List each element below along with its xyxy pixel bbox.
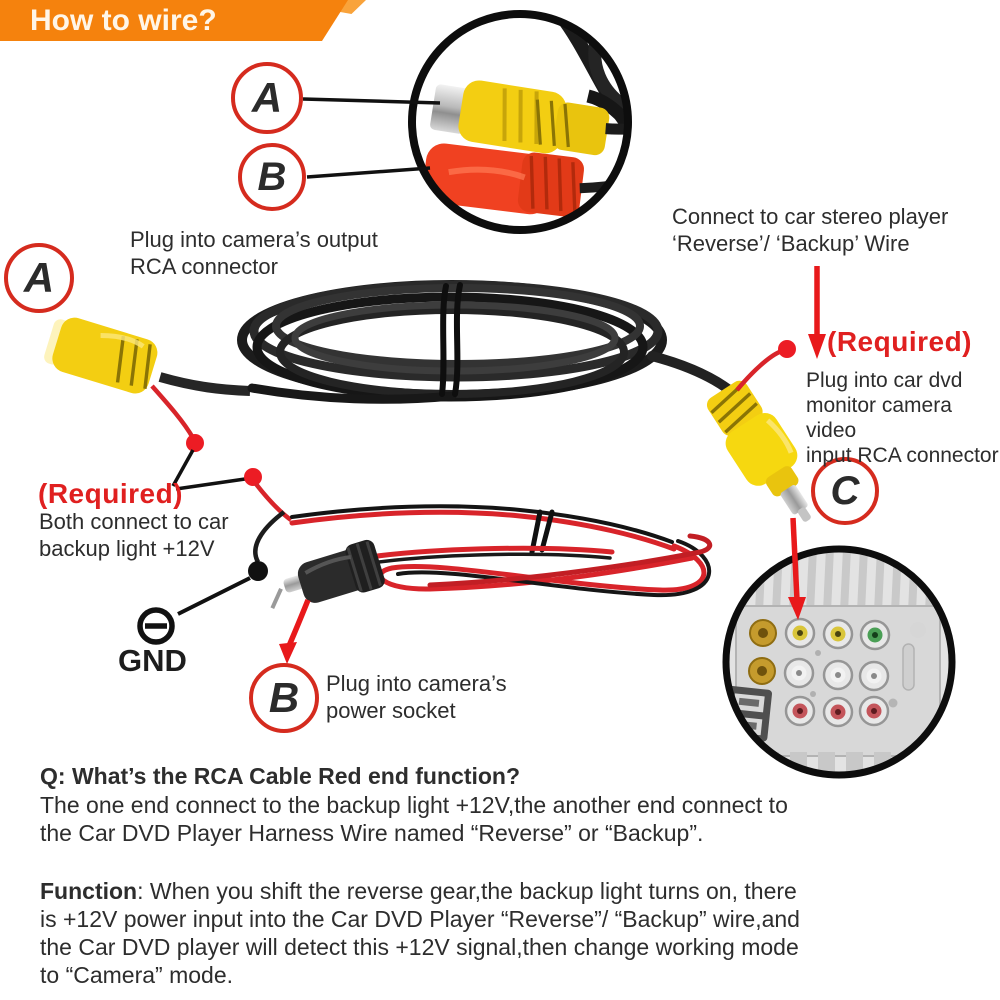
red-arrow-to-rca-input-icon: [788, 517, 806, 620]
required-label-right: (Required): [827, 326, 972, 357]
qa-answer-2: the Car DVD Player Harness Wire named “R…: [40, 820, 704, 846]
stereo-rear-inset: [722, 545, 956, 779]
function-line-4: to “Camera” mode.: [40, 962, 234, 988]
callout-a-top: A: [231, 62, 303, 134]
gnd-pointer-line: [177, 576, 251, 616]
banner: How to wire?: [0, 0, 348, 41]
annotation-backup-light: Both connect to car backup light +12V: [39, 509, 229, 561]
annotation-power-socket: Plug into camera’s power socket: [326, 671, 507, 723]
antenna-connectors: [748, 619, 777, 685]
top-inset-ring: [408, 10, 632, 234]
annotation-stereo-player: Connect to car stereo player ‘Reverse’/ …: [672, 204, 949, 256]
annotation-camera-output: Plug into camera’s output RCA connector: [130, 227, 378, 279]
red-arrow-reverse-wire-icon: [808, 266, 826, 359]
video-cable-coil: [237, 280, 737, 404]
junction-dot: [778, 340, 796, 358]
function-line-2: is +12V power input into the Car DVD Pla…: [40, 906, 800, 932]
black-wire-power-to-gnd: [253, 510, 286, 564]
callout-b-top: B: [238, 143, 306, 211]
qa-answer-1: The one end connect to the backup light …: [40, 792, 788, 818]
callout-a-left: A: [4, 243, 74, 313]
callout-line-b: [306, 166, 431, 179]
required-pointer-line-1: [171, 449, 195, 487]
required-pointer-line-2: [175, 477, 246, 491]
required-label-left: (Required): [38, 478, 183, 509]
page-title: How to wire?: [30, 4, 217, 37]
red-arrow-to-b-icon: [279, 598, 311, 664]
inset-rca-yellow-connector: [430, 80, 628, 156]
gnd-junction-dot: [248, 561, 268, 581]
top-inset-photo: [408, 10, 632, 234]
gnd-label: GND: [118, 643, 187, 678]
function-line-3: the Car DVD player will detect this +12V…: [40, 934, 799, 960]
junction-dot: [186, 434, 204, 452]
rear-inset-ring: [722, 545, 956, 779]
callout-line-a: [302, 97, 441, 105]
rca-jack-grid: [783, 617, 891, 728]
minus-icon: [137, 607, 175, 645]
junction-dot: [244, 468, 262, 486]
annotation-dvd-monitor: Plug into car dvd monitor camera video i…: [806, 369, 999, 467]
red-wire-power-to-backup: [254, 482, 293, 522]
dvd-rca-yellow-plug: [706, 380, 811, 522]
red-wire-camera-to-backup: [150, 384, 195, 440]
camera-rca-yellow-connector: [44, 317, 158, 394]
dc-power-plug: [270, 539, 385, 610]
function-line-1: Function: When you shift the reverse gea…: [40, 878, 797, 904]
screw: [888, 698, 898, 708]
panel-hole: [910, 622, 926, 638]
qa-question: Q: What’s the RCA Cable Red end function…: [40, 763, 521, 789]
power-cable-coil: [289, 504, 713, 598]
vent-slot: [902, 643, 915, 691]
function-label: Function: [40, 878, 138, 904]
red-wire-reverse: [735, 348, 783, 392]
camera-video-cable: [158, 372, 251, 396]
inset-rca-red-connector: [423, 143, 628, 217]
callout-c: C: [811, 457, 879, 525]
callout-b-bottom: B: [249, 663, 319, 733]
